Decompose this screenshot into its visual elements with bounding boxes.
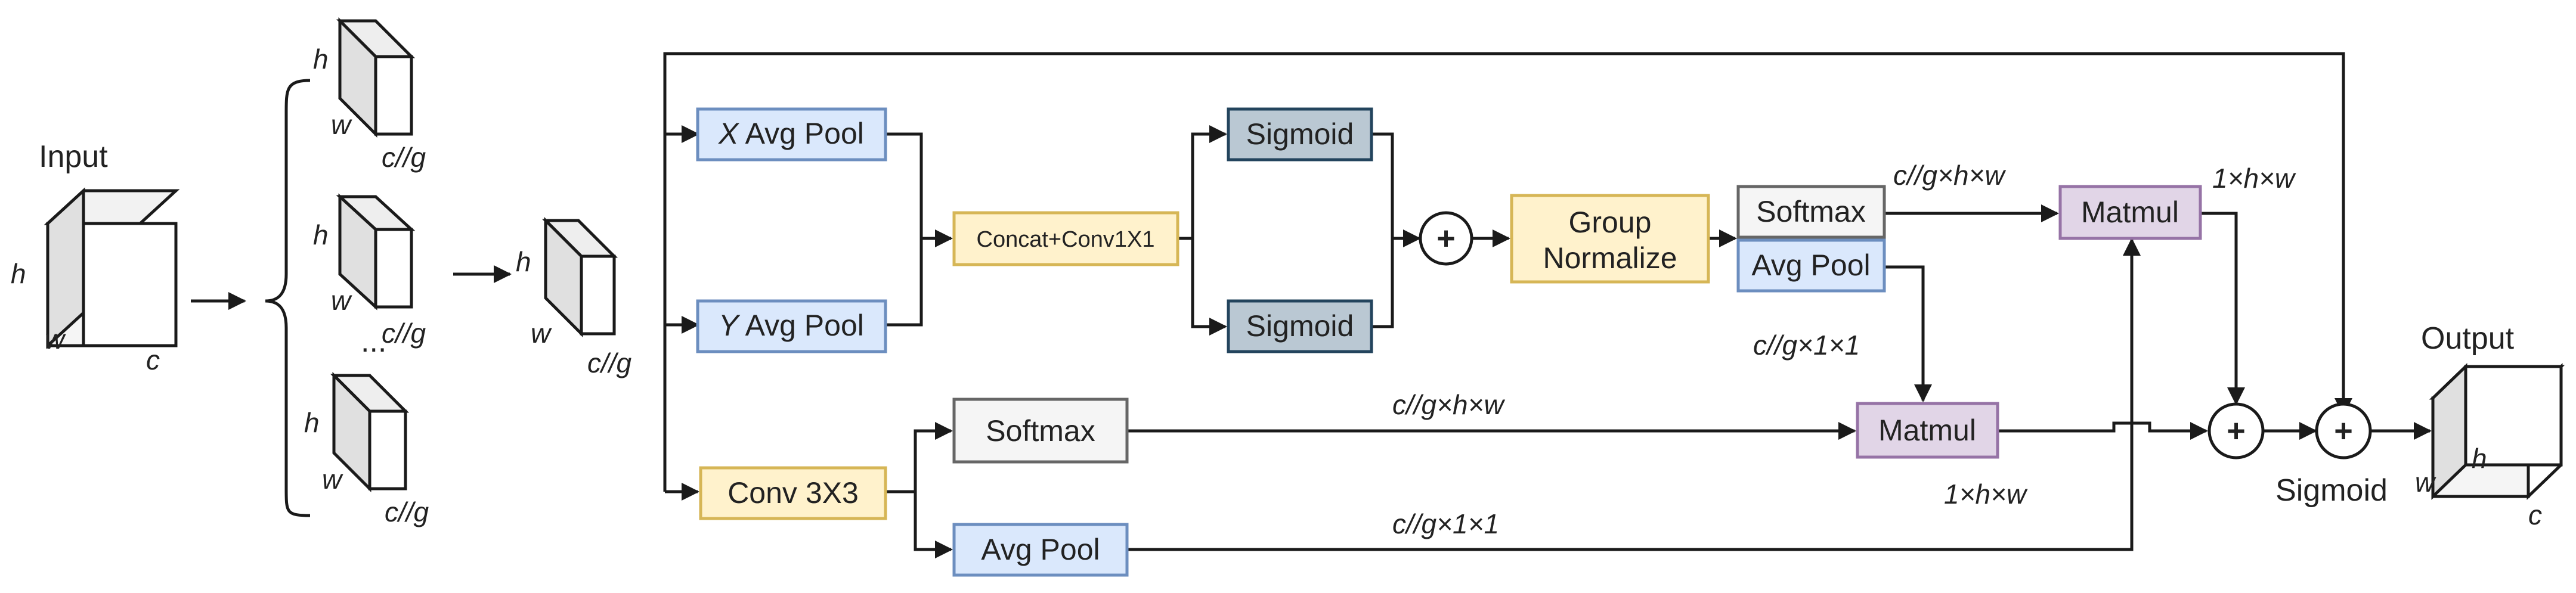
group2-dim-h: h xyxy=(313,219,329,250)
input-dim-w: w xyxy=(45,324,66,355)
output-dim-c: c xyxy=(2528,499,2542,530)
add-node-2: + xyxy=(2207,402,2265,460)
matmul-top-box: Matmul xyxy=(2058,185,2202,240)
softmax-top-label: Softmax xyxy=(1756,195,1865,228)
group-cube-1 xyxy=(336,17,416,138)
dim-bottom-avg-out: c//g×1×1 xyxy=(1392,508,1499,539)
group2-dim-w: w xyxy=(331,285,352,316)
y-axis-var: Y xyxy=(719,309,741,342)
avg-pool-top-box: Avg Pool xyxy=(1736,238,1886,293)
dim-bottom-matmul-out: 1×h×w xyxy=(1944,479,2028,510)
matmul-bottom-box: Matmul xyxy=(1856,402,1999,459)
selected-dim-w: w xyxy=(531,318,552,349)
line-split-sig-top xyxy=(1191,125,1227,238)
input-dim-c: c xyxy=(146,344,160,375)
sigmoid-final-label: Sigmoid xyxy=(2275,473,2388,508)
arrow-conv-to-softmax xyxy=(914,422,953,492)
concat-conv-box: Concat+Conv1X1 xyxy=(952,211,1179,266)
y-avg-pool-box: Y Avg Pool xyxy=(696,299,887,353)
input-dim-h: h xyxy=(11,258,26,289)
group-brace xyxy=(265,79,311,517)
dim-top-softmax-out: c//g×h×w xyxy=(1893,160,2006,191)
group-normalize-box: Group Normalize xyxy=(1510,194,1710,284)
sigmoid-bottom-box: Sigmoid xyxy=(1227,299,1373,353)
dim-top-matmul-out: 1×h×w xyxy=(2212,163,2296,194)
avg-pool-top-label: Avg Pool xyxy=(1751,249,1870,282)
avg-pool-bottom-label: Avg Pool xyxy=(981,533,1100,566)
dim-bottom-softmax-out: c//g×h×w xyxy=(1392,389,1505,420)
group2-dim-c: c//g xyxy=(382,318,426,349)
output-dim-w: w xyxy=(2415,467,2436,498)
add-node-3-symbol: + xyxy=(2334,413,2353,449)
output-dim-h: h xyxy=(2472,443,2487,474)
add-node-1: + xyxy=(1419,211,1473,266)
trunk-line xyxy=(663,52,2352,492)
input-label: Input xyxy=(39,139,108,174)
output-label: Output xyxy=(2421,321,2515,356)
group-normalize-label-2: Normalize xyxy=(1543,241,1677,275)
group3-dim-c: c//g xyxy=(385,496,429,527)
group1-dim-h: h xyxy=(313,44,329,74)
x-avg-pool-box: X Avg Pool xyxy=(696,107,887,162)
group3-dim-w: w xyxy=(322,464,343,495)
svg-text:X Avg Pool: X Avg Pool xyxy=(718,117,864,150)
arrow-matmul-bottom-to-plus xyxy=(1998,421,2208,440)
sigmoid-top-box: Sigmoid xyxy=(1227,107,1373,162)
selected-dim-c: c//g xyxy=(587,347,632,378)
add-node-2-symbol: + xyxy=(2227,413,2246,449)
dim-top-avg-out: c//g×1×1 xyxy=(1753,330,1860,361)
arrow-avgpool-to-matmul-bottom xyxy=(1884,265,1932,402)
line-sig-bottom-merge xyxy=(1371,238,1394,328)
arrow-avgpool-to-matmul-top xyxy=(1127,238,2141,551)
group-normalize-label-1: Group xyxy=(1569,206,1652,239)
selected-dim-h: h xyxy=(516,246,531,277)
group2-ellipsis: ... xyxy=(361,324,386,359)
concat-conv-label: Concat+Conv1X1 xyxy=(977,227,1155,252)
matmul-bottom-label: Matmul xyxy=(1878,414,1976,447)
sigmoid-bottom-label: Sigmoid xyxy=(1246,309,1354,343)
softmax-top-box: Softmax xyxy=(1736,185,1886,239)
group3-dim-h: h xyxy=(304,407,320,438)
conv3x3-box: Conv 3X3 xyxy=(699,466,887,520)
arrow-conv-to-avgpool xyxy=(914,492,953,558)
output-cube xyxy=(2429,363,2565,500)
group1-dim-c: c//g xyxy=(382,142,426,173)
matmul-top-label: Matmul xyxy=(2081,195,2179,229)
line-sig-top-merge xyxy=(1371,132,1394,238)
line-x-to-concat xyxy=(886,132,923,238)
group-cube-3 xyxy=(330,371,410,493)
add-node-1-symbol: + xyxy=(1436,221,1456,256)
conv3x3-label: Conv 3X3 xyxy=(727,476,859,510)
softmax-bottom-box: Softmax xyxy=(952,398,1129,464)
x-avg-pool-label: Avg Pool xyxy=(745,117,864,150)
svg-text:Y Avg Pool: Y Avg Pool xyxy=(719,309,864,342)
line-y-to-concat xyxy=(886,238,923,327)
avg-pool-bottom-box: Avg Pool xyxy=(952,523,1129,577)
line-split-sig-bottom xyxy=(1191,238,1227,336)
x-axis-var: X xyxy=(718,117,739,150)
y-avg-pool-label: Avg Pool xyxy=(745,309,864,342)
softmax-bottom-label: Softmax xyxy=(986,414,1095,448)
arrow-matmul-top-to-plus xyxy=(2200,212,2245,405)
group-cube-2 xyxy=(336,193,416,311)
add-node-3: + xyxy=(2315,402,2372,460)
sigmoid-top-label: Sigmoid xyxy=(1246,117,1354,151)
input-cube xyxy=(44,187,180,349)
group1-dim-w: w xyxy=(331,109,352,140)
selected-group-cube xyxy=(541,216,618,338)
